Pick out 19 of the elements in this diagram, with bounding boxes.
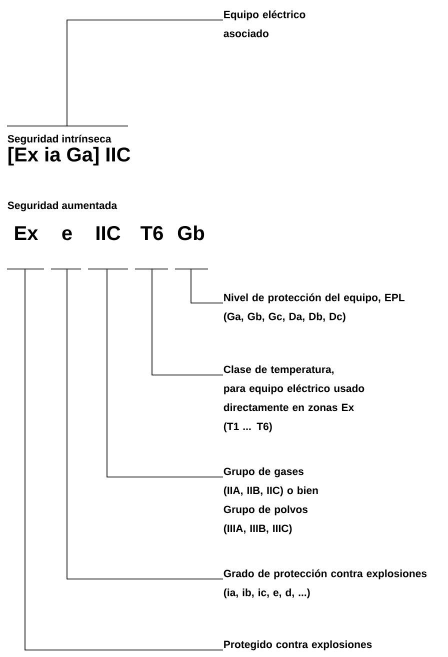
code-letter: Gb [174,226,208,270]
description-text: Clase de temperatura, para equipo eléctrico usado directamente en zonas Ex (T1 ... T6) [224,365,364,432]
leader-line [66,269,224,580]
heading-text: Seguridad aumentada [8,201,118,212]
description-text: Grado de protección contra explosiones (ia, ib, ic, e, d, ...) [224,569,427,598]
leader-line [106,269,224,478]
description-text: Equipo eléctrico asociado [224,10,306,38]
leader-line [24,269,224,650]
code-letter: e [50,229,82,270]
leader-line [190,269,224,304]
code-letter: Ex [6,226,44,270]
code-letter: T6 [134,226,168,270]
description-text: Nivel de protección del equipo, EPL (Ga, Gb, Gc, Da, Db, Dc) [224,293,405,322]
code-marking: Seguridad intrínseca [Ex ia Ga] IIC [6,126,130,166]
leader-line [66,20,224,126]
description-text: Protegido contra explosiones [224,640,372,650]
description-text: Grupo de gases (IIA, IIB, IIC) o bien Grupo de polvos (IIIA, IIIB, IIIC) [224,467,318,534]
leader-line [152,269,224,376]
code-letter: IIC [88,226,128,270]
